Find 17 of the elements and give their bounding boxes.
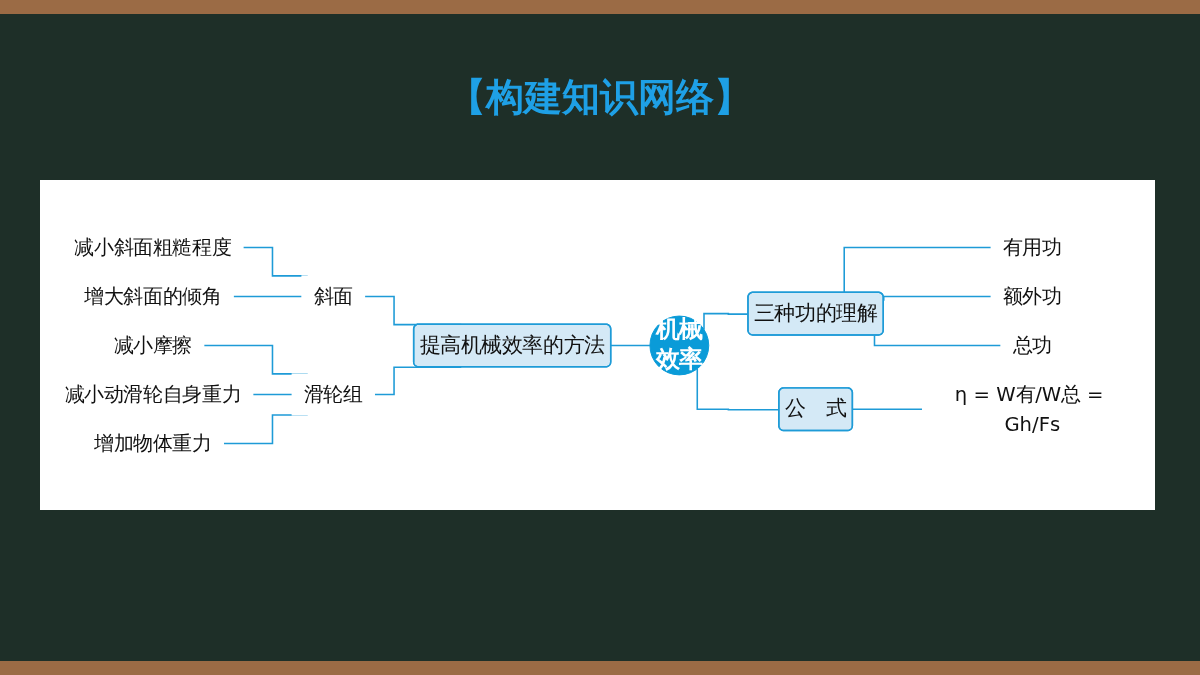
node-text: 减小摩擦 [113,333,193,357]
connector [852,407,924,410]
connector [610,344,651,347]
node-text: 斜面 [313,284,353,308]
connector [873,334,1002,346]
node-text: 有用功 [1002,235,1062,259]
node-text: 总功 [1012,333,1052,357]
node-text: 增大斜面的倾角 [84,284,222,308]
node-text: 额外功 [1002,284,1062,308]
title: 【构建知识网络】 [447,74,753,121]
node-circle [649,315,710,375]
node-text: η = W有/W总 = Gh/Fs [954,382,1104,436]
connector [252,393,293,395]
node-text: 减小斜面粗糙程度 [74,235,232,259]
connector [232,295,303,297]
node-text: 增加物体重力 [94,431,212,455]
node-text: 减小动滑轮自身重力 [64,382,242,406]
